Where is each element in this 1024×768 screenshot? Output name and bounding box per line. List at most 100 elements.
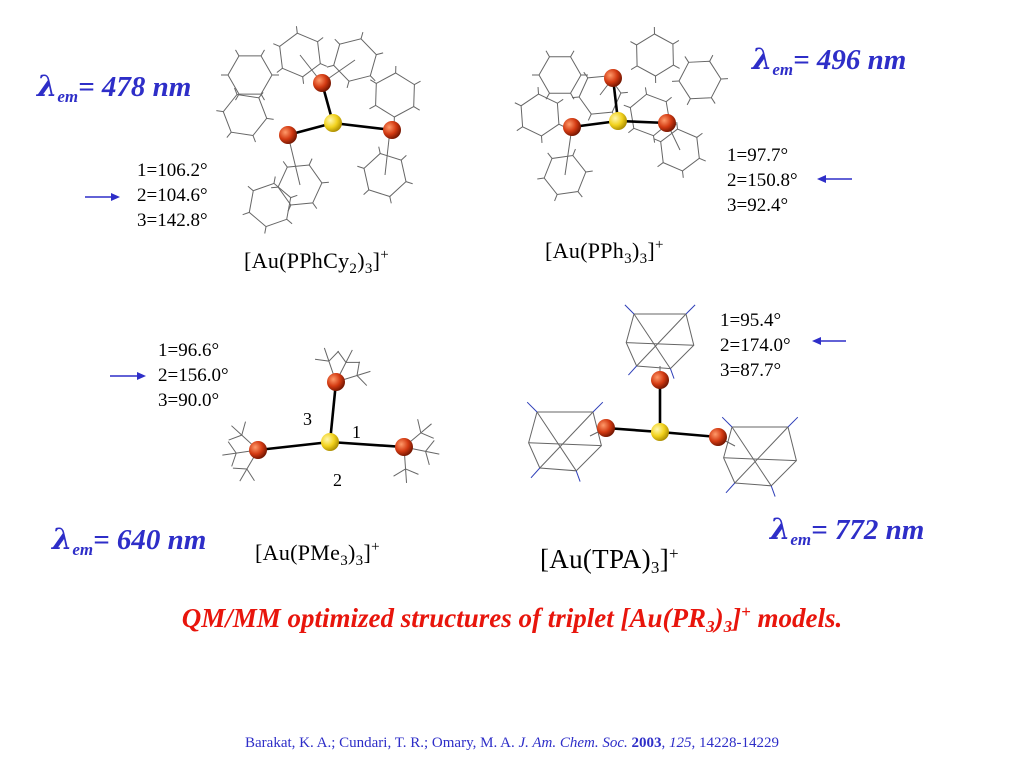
ligand-ring bbox=[520, 93, 560, 137]
hydrogen-stick bbox=[709, 54, 714, 62]
hydrogen-stick bbox=[273, 43, 280, 47]
ligand-ring bbox=[538, 56, 582, 94]
phosphorus-atom bbox=[604, 69, 622, 87]
ligand-bond bbox=[314, 358, 329, 362]
nitrogen-stick bbox=[624, 304, 635, 315]
hydrogen-stick bbox=[699, 157, 706, 162]
hydrogen-stick bbox=[273, 176, 276, 184]
ligand-bond bbox=[323, 347, 330, 362]
angle-2: 2=104.6° bbox=[137, 185, 208, 206]
hydrogen-stick bbox=[620, 91, 628, 94]
angle-list-pph3: 1=97.7° 2=150.8° 3=92.4° bbox=[727, 143, 798, 218]
hydrogen-stick bbox=[282, 161, 288, 168]
hydrogen-stick bbox=[370, 79, 377, 84]
hydrogen-stick bbox=[628, 127, 635, 134]
hydrogen-stick bbox=[657, 162, 664, 168]
bond-label-2: 2 bbox=[333, 470, 342, 490]
hydrogen-stick bbox=[357, 165, 365, 169]
phosphorus-atom bbox=[658, 114, 676, 132]
angle-1: 1=106.2° bbox=[137, 160, 208, 181]
angle-3: 3=87.7° bbox=[720, 360, 782, 381]
phosphorus-atom bbox=[651, 371, 669, 389]
hydrogen-stick bbox=[264, 226, 267, 234]
nitrogen-stick bbox=[592, 401, 604, 413]
phosphorus-atom bbox=[327, 373, 345, 391]
hydrogen-stick bbox=[652, 135, 656, 143]
arrowhead-icon bbox=[817, 175, 826, 183]
hydrogen-stick bbox=[686, 98, 691, 106]
ligand-bond bbox=[222, 452, 237, 456]
hydrogen-stick bbox=[258, 92, 264, 99]
hydrogen-stick bbox=[673, 64, 680, 69]
hydrogen-stick bbox=[290, 194, 298, 199]
phosphorus-atom bbox=[279, 126, 297, 144]
ligand-bond bbox=[337, 350, 347, 363]
nitrogen-stick bbox=[770, 485, 776, 497]
ligand-bond bbox=[356, 370, 371, 376]
hydrogen-stick bbox=[286, 218, 293, 225]
hydrogen-stick bbox=[216, 110, 224, 113]
hydrogen-stick bbox=[242, 211, 250, 216]
hydrogen-stick bbox=[295, 26, 298, 34]
ligand-bond bbox=[231, 452, 237, 467]
hydrogen-stick bbox=[547, 152, 553, 159]
hydrogen-stick bbox=[630, 41, 637, 46]
hydrogen-stick bbox=[676, 122, 679, 130]
ligand-bond bbox=[405, 468, 408, 483]
au-p-bond bbox=[329, 440, 405, 449]
hydrogen-stick bbox=[320, 63, 327, 67]
hydrogen-stick bbox=[572, 96, 580, 99]
ligand-bond bbox=[731, 426, 772, 487]
ligand-bond bbox=[345, 349, 353, 363]
ligand-bond bbox=[246, 468, 255, 482]
hydrogen-stick bbox=[317, 37, 324, 43]
angle-2: 2=174.0° bbox=[720, 335, 791, 356]
ligand-bond bbox=[239, 468, 248, 482]
hydrogen-stick bbox=[271, 186, 279, 189]
phosphorus-atom bbox=[597, 419, 615, 437]
formula-pphcy2: [Au(PPhCy2)3]+ bbox=[244, 247, 390, 277]
atoms bbox=[249, 69, 727, 459]
hydrogen-stick bbox=[557, 98, 564, 104]
gold-atom bbox=[321, 433, 339, 451]
formula-pme3: [Au(PMe3)3]+ bbox=[255, 539, 380, 569]
hydrogen-stick bbox=[681, 170, 684, 178]
ligand-bond bbox=[723, 457, 797, 462]
nitrogen-stick bbox=[526, 401, 538, 413]
hydrogen-stick bbox=[234, 87, 238, 95]
phosphorus-atom bbox=[249, 441, 267, 459]
nitrogen-stick bbox=[575, 470, 581, 482]
hydrogen-stick bbox=[376, 52, 384, 56]
hydrogen-stick bbox=[400, 155, 407, 161]
angle-2: 2=150.8° bbox=[727, 170, 798, 191]
emission-label-pph3: λem= 496 nm bbox=[752, 42, 907, 79]
ligand-bond bbox=[633, 313, 671, 369]
angle-3: 3=90.0° bbox=[158, 390, 220, 411]
ligand-ring bbox=[678, 60, 722, 100]
hydrogen-stick bbox=[334, 38, 341, 45]
angle-2: 2=156.0° bbox=[158, 365, 229, 386]
hydrogen-stick bbox=[360, 31, 364, 39]
hydrogen-stick bbox=[545, 50, 550, 58]
ligand-bond bbox=[356, 375, 368, 386]
au-p-bond bbox=[328, 381, 338, 443]
hydrogen-stick bbox=[413, 106, 420, 111]
nitrogen-stick bbox=[721, 416, 733, 428]
emission-label-pphcy2: λem= 478 nm bbox=[37, 69, 192, 106]
hydrogen-stick bbox=[346, 81, 350, 89]
hydrogen-stick bbox=[369, 104, 376, 110]
hydrogen-stick bbox=[630, 65, 638, 70]
ligand-bond bbox=[425, 451, 430, 465]
ligand-bond bbox=[228, 434, 242, 441]
gold-atom bbox=[609, 112, 627, 130]
angle-3: 3=142.8° bbox=[137, 210, 208, 231]
hydrogen-stick bbox=[363, 189, 370, 195]
emission-label-tpa: λem= 772 nm bbox=[770, 512, 925, 549]
au-p-bond bbox=[605, 426, 661, 434]
hydrogen-stick bbox=[654, 138, 661, 143]
hydrogen-stick bbox=[252, 135, 256, 143]
arrowhead-icon bbox=[137, 372, 146, 380]
nitrogen-stick bbox=[725, 482, 736, 494]
formula-tpa: [Au(TPA)3]+ bbox=[540, 544, 679, 577]
angle-1: 1=96.6° bbox=[158, 340, 220, 361]
